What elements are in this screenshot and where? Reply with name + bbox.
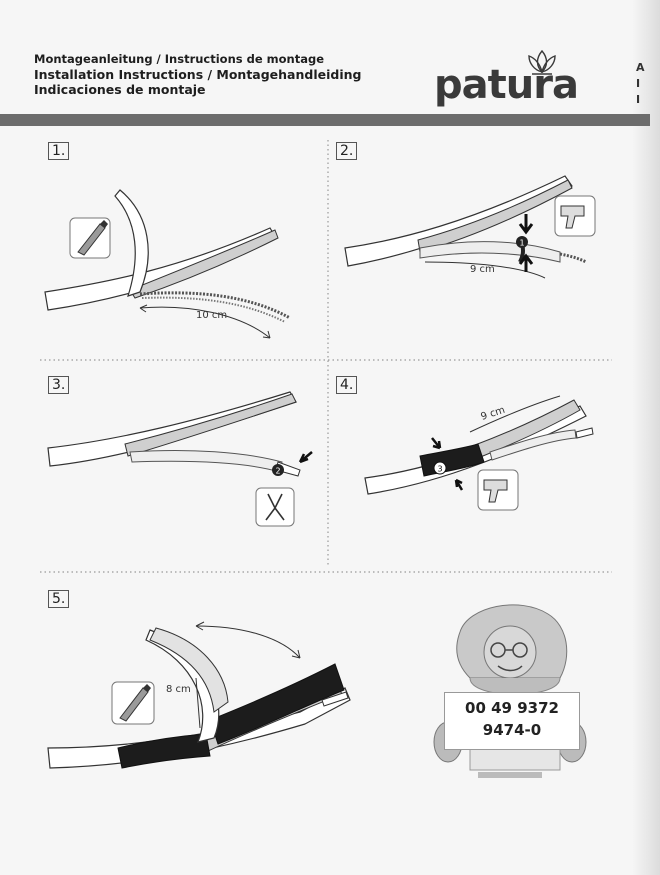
step-4-illustration: 3 9 cm [364,395,594,511]
step-5-number: 5. [48,590,70,608]
marker-2 [272,464,284,476]
brand-name: patura [434,62,579,108]
patura-logo: patura [434,48,594,118]
step-5-measure: 8 cm [166,684,191,695]
heat-gun-icon [477,469,519,511]
step-1-measure: 10 cm [196,310,227,321]
support-phone-sign: 00 49 9372 9474-0 [444,692,580,750]
marker-1 [516,236,528,248]
marker-1-label: 1 [519,239,524,248]
side-fragment: A I I [636,60,645,108]
step-1-illustration: 10 cm [44,189,291,339]
step-4-number: 4. [336,376,358,394]
side-char: I [636,93,641,106]
step-2-measure: 9 cm [470,264,495,275]
header-titles: Montageanleitung / Instructions de monta… [34,52,414,97]
page-edge-shadow [632,0,660,875]
cutter-knife-icon [69,217,111,259]
phone-line-1: 00 49 9372 [465,699,559,717]
phone-line-2: 9474-0 [482,721,542,739]
header-band [0,114,650,126]
side-char: A [636,61,645,74]
step-2-illustration: 9 cm 1 [344,175,596,279]
step-5-illustration: 8 cm [47,621,351,769]
step-2-number: 2. [336,142,358,160]
crimping-pliers-icon [255,487,295,527]
step-3-number: 3. [48,376,70,394]
cutter-knife-icon [111,681,155,725]
panel-dividers [40,140,612,573]
lotus-icon [528,49,556,75]
side-char: I [636,77,641,90]
marker-2-label: 2 [275,467,280,476]
title-line-2: Installation Instructions / Montagehandl… [34,67,362,82]
step-4-measure: 9 cm [480,405,507,423]
step-3-illustration: 2 [47,391,313,527]
marker-3 [433,461,447,475]
step-1-number: 1. [48,142,70,160]
marker-3-label: 3 [437,465,442,474]
heat-gun-icon [554,195,596,237]
title-line-3: Indicaciones de montaje [34,82,206,97]
title-line-1: Montageanleitung / Instructions de monta… [34,52,325,66]
